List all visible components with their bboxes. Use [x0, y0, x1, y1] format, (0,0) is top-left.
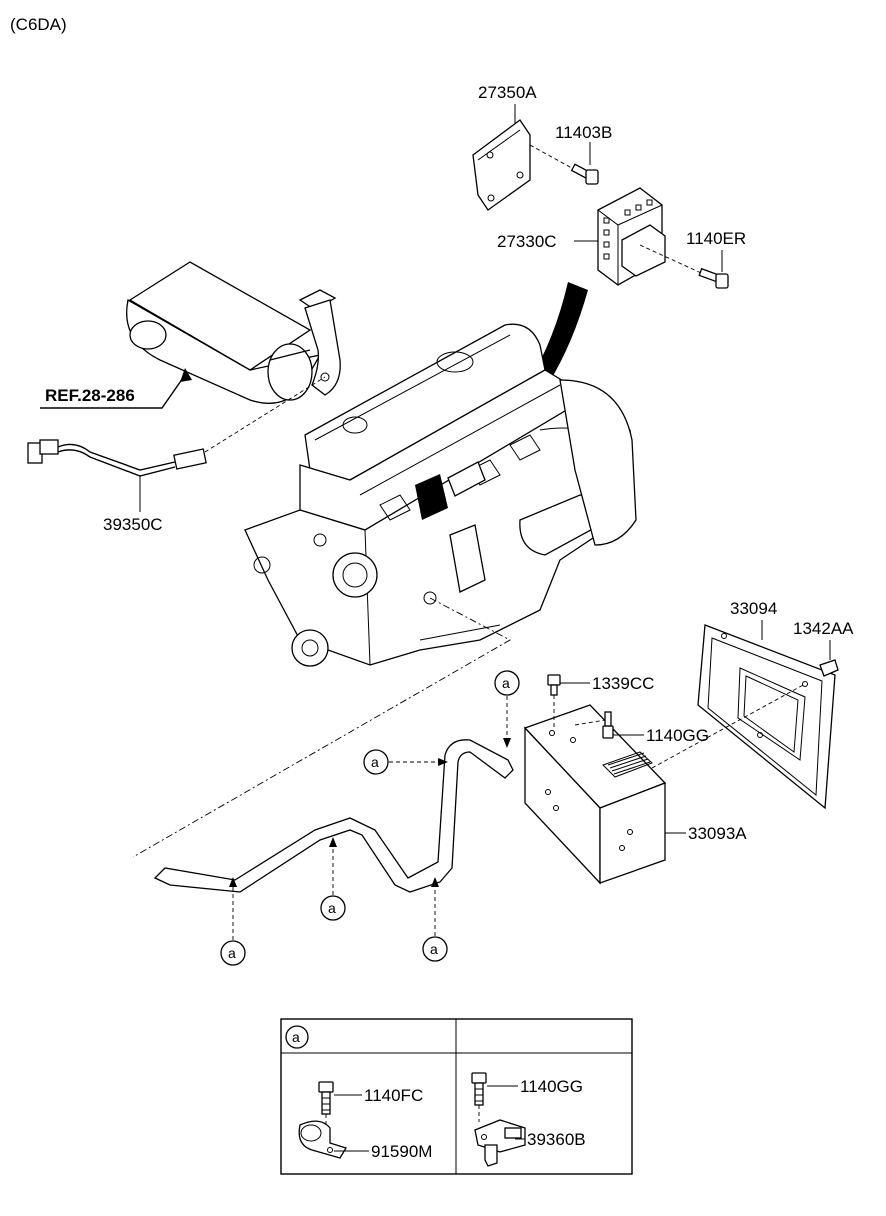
ref-label: REF.28-286: [45, 386, 135, 405]
muffler: [126, 261, 341, 404]
part-label-1140er: 1140ER: [686, 229, 746, 248]
clip-1342aa: [819, 659, 839, 677]
ref-leader: [40, 374, 186, 409]
callout-a-left: a: [363, 749, 448, 775]
svg-text:a: a: [430, 941, 438, 957]
table-label-1140fc: 1140FC: [364, 1086, 423, 1105]
callout-a-top: a: [494, 670, 520, 748]
part-label-27350a: 27350A: [478, 83, 537, 102]
table-label-1140gg: 1140GG: [520, 1077, 583, 1096]
oxygen-sensor: [27, 376, 326, 477]
bolt-11403b: [529, 144, 599, 185]
part-label-1140gg: 1140GG: [646, 726, 709, 745]
bolt-1140er: [639, 244, 729, 289]
svg-text:a: a: [371, 754, 379, 770]
part-label-1339cc: 1339CC: [592, 674, 654, 693]
svg-text:a: a: [502, 675, 510, 691]
table-label-39360b: 39360B: [527, 1130, 586, 1149]
bolt-1339cc: [547, 674, 561, 730]
part-label-39350c: 39350C: [103, 515, 163, 534]
svg-text:a: a: [228, 945, 236, 961]
sensor-39360b: [474, 1119, 526, 1167]
clamped-harness: [153, 739, 514, 893]
table-label-91590m: 91590M: [371, 1142, 432, 1161]
svg-text:a: a: [328, 900, 336, 916]
table-header-marker: a: [292, 1029, 300, 1045]
callout-a-bottom-left: a: [220, 877, 246, 966]
ecu-bracket: [472, 119, 531, 211]
bolt-1140fc: [318, 1081, 334, 1130]
callout-a-bottom-right: a: [422, 877, 448, 962]
part-label-1342aa: 1342AA: [793, 619, 854, 638]
engine-block: [244, 323, 637, 667]
ref-arrow: [180, 368, 192, 382]
clamp-91590m: [298, 1120, 347, 1159]
part-label-27330c: 27330C: [497, 232, 557, 251]
part-label-33094: 33094: [730, 599, 777, 618]
part-label-11403b: 11403B: [555, 123, 612, 142]
cover-plate-33094: [651, 624, 836, 810]
part-label-33093a: 33093A: [688, 824, 747, 843]
detail-table: a 1140FC 91590M 1140GG: [280, 1018, 633, 1175]
ecu-box-33093a: [523, 704, 667, 885]
callout-a-mid: a: [320, 837, 346, 921]
bolt-1140gg-detail: [471, 1072, 487, 1122]
ecu-module: [597, 187, 666, 286]
dashed-phantom-line: [132, 597, 511, 858]
model-code-label: (C6DA): [10, 15, 67, 34]
bolt-1140gg: [574, 711, 614, 739]
